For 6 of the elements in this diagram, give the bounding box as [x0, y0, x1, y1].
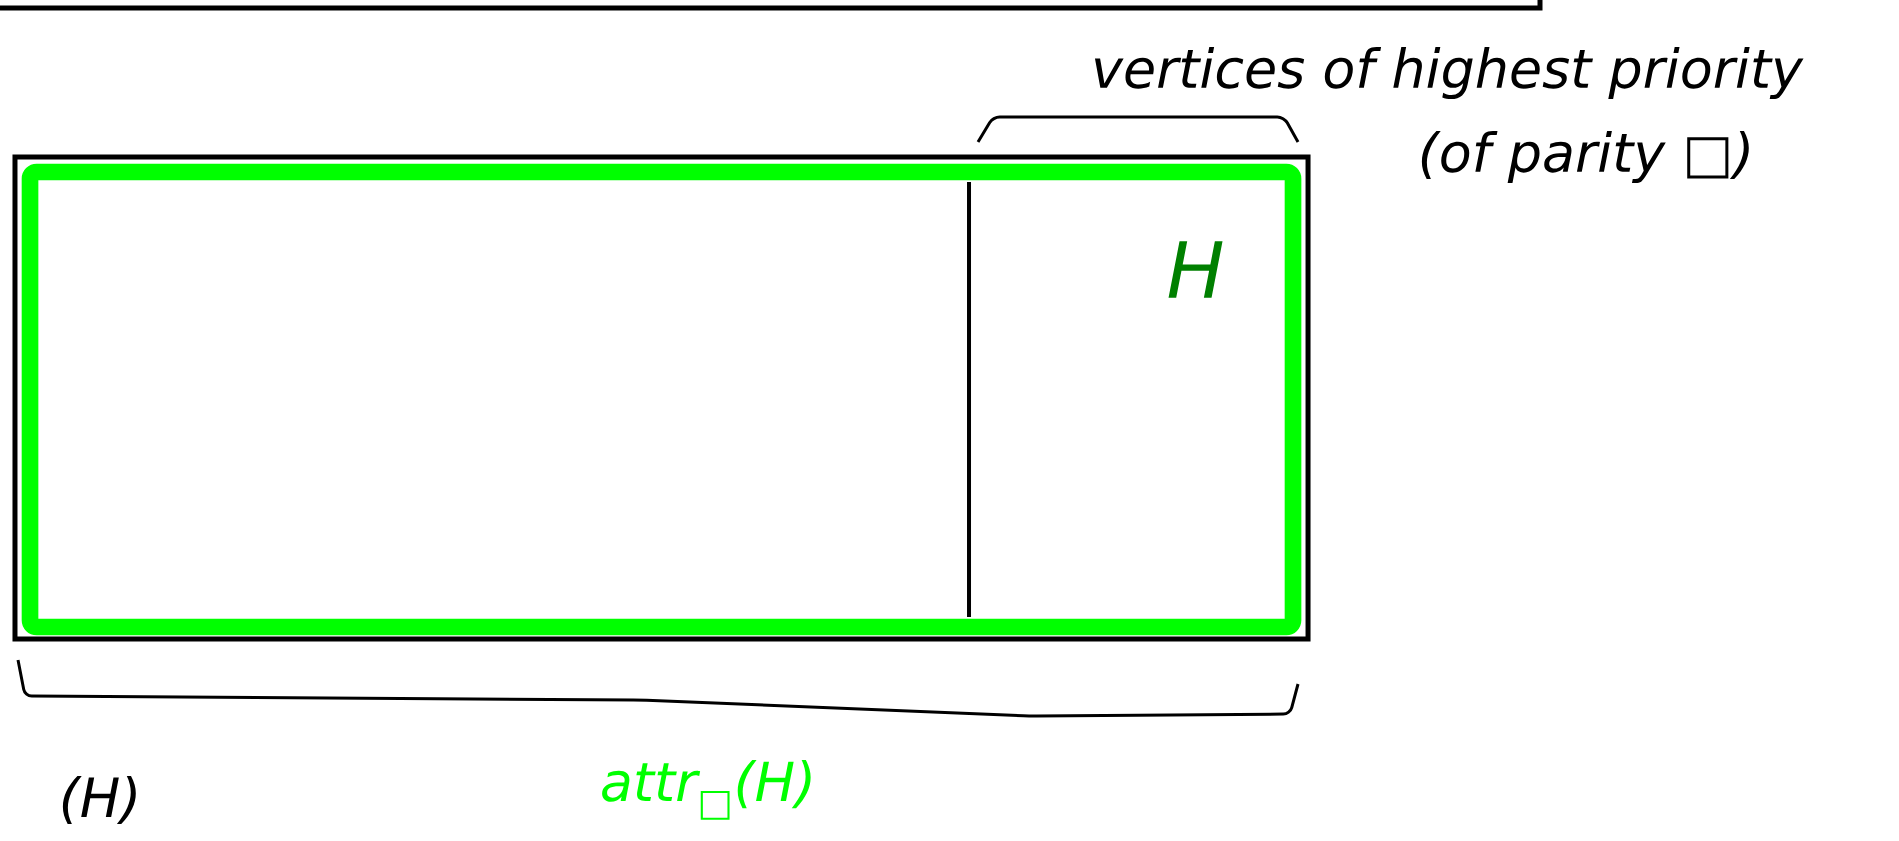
- rectangle: [12, 154, 1311, 642]
- handwritten-label: attr$_{□}$(H): [602, 760, 811, 820]
- handwritten-annotation: (of parity □): [1421, 130, 1749, 184]
- region-label: H: [1168, 241, 1223, 298]
- handwritten-label: (H): [62, 776, 136, 824]
- handwritten-annotation: vertices of highest priority: [1094, 46, 1804, 100]
